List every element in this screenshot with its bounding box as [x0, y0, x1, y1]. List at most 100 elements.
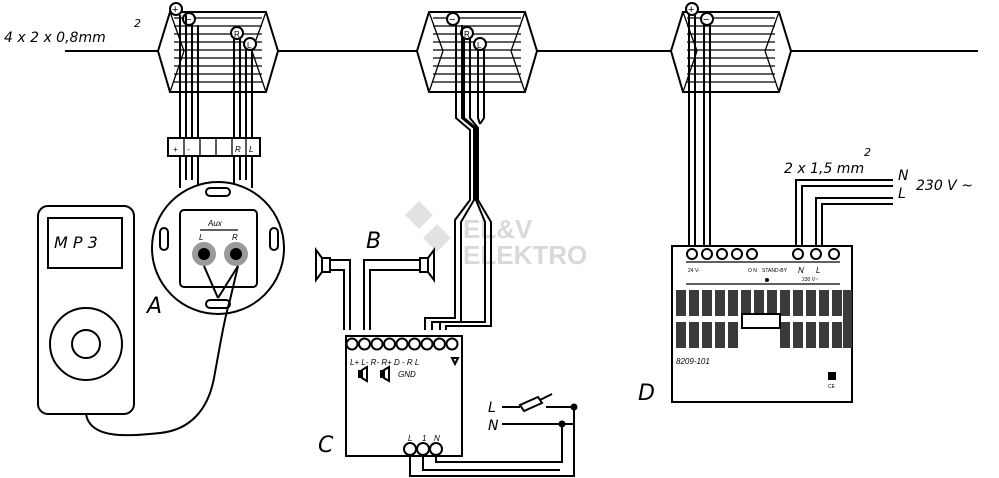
bus-terminal-r-1-sym: R	[234, 30, 240, 39]
junction-1-shell	[156, 11, 280, 93]
watermark-line2: ELEKTRO	[463, 240, 587, 270]
aux-label: Aux	[207, 219, 223, 228]
socket-a-letter: A	[145, 294, 162, 319]
bus-cable-exponent: 2	[134, 17, 141, 30]
power-unit-voltage-small: 230 V~	[802, 277, 818, 283]
amp-terminal-1	[416, 442, 430, 456]
audio-cable	[85, 265, 239, 437]
bus-terminal-minus-2	[446, 12, 460, 26]
audio-cable-split	[203, 265, 239, 299]
power-unit-on-label: O N	[748, 268, 757, 274]
power-unit-module-block	[832, 322, 842, 348]
amp-top-terminal	[370, 337, 384, 351]
mp3-screen-text: M P 3	[54, 233, 98, 252]
bus-terminals: + − R L − R L + −	[169, 2, 714, 51]
power-unit-module-block	[676, 322, 686, 348]
power-unit-led	[765, 278, 769, 282]
power-unit-module-block	[754, 290, 764, 316]
watermark-line1: EL&V	[463, 214, 533, 244]
mains-n-label: N	[898, 168, 909, 184]
power-unit-module-block	[793, 290, 803, 316]
strip-label-r: R	[235, 145, 241, 154]
power-unit-module-block	[767, 290, 777, 316]
power-unit-module-block	[819, 290, 829, 316]
power-unit-module-block	[780, 322, 790, 348]
power-unit-ce: CE	[828, 384, 836, 390]
bus-terminal-r-1	[230, 26, 244, 40]
switch-wiring: L N	[409, 393, 578, 477]
bus-terminal-plus-3-sym: +	[688, 4, 694, 16]
bus-terminal-r-2-sym: R	[464, 30, 470, 39]
bus-terminal-minus-2-sym: −	[449, 14, 455, 26]
junction-3-edge	[764, 11, 780, 52]
amp-top-terminal-labels: L+ L- R- R+ D - R L	[350, 358, 419, 367]
power-unit-module-block	[715, 290, 725, 316]
power-unit-terminal	[686, 248, 698, 260]
power-unit-module-block	[741, 290, 751, 316]
amp-top-terminals	[345, 337, 459, 351]
amp-top-terminal	[345, 337, 359, 351]
amp-top-terminal	[395, 337, 409, 351]
power-unit-standby-label: STAND-BY	[762, 268, 788, 274]
amp-top-terminal	[383, 337, 396, 351]
power-unit-module-block	[689, 322, 699, 348]
power-unit-module-block	[728, 290, 738, 316]
junction-2-edge	[510, 11, 526, 52]
mains-cable-label: 2 x 1,5 mm	[784, 161, 864, 177]
power-unit-din-clips	[676, 290, 852, 348]
power-unit-terminal	[810, 248, 822, 260]
power-unit-terminal	[701, 248, 713, 260]
power-unit-module-block	[702, 322, 712, 348]
amplifier-c-letter: C	[318, 433, 334, 458]
bus-terminal-plus-1	[169, 2, 183, 16]
power-unit-module-block	[715, 322, 725, 348]
mains-cable-exponent: 2	[864, 146, 871, 159]
junction-1-edge	[169, 50, 185, 93]
power-unit-terminal	[716, 248, 728, 260]
amp-bottom-l: L	[408, 434, 412, 443]
power-unit-terminal	[828, 248, 840, 260]
power-unit-module-block	[819, 322, 829, 348]
junction-2-edge	[510, 50, 526, 93]
bus-terminal-plus-1-sym: +	[172, 4, 178, 16]
jack-right-label: R	[232, 233, 238, 242]
amp-terminal-l	[403, 442, 417, 456]
strip-label-l: L	[249, 145, 253, 154]
wires-to-power-unit	[688, 15, 711, 248]
power-unit-module-block	[793, 322, 803, 348]
speaker-left	[315, 247, 351, 330]
mp3-center-button[interactable]	[71, 329, 101, 359]
speakers-b-letter: B	[366, 229, 381, 254]
amplifier-body	[345, 335, 463, 457]
strip-label-plus: +	[173, 145, 178, 154]
power-unit-terminal	[746, 248, 758, 260]
fuse-symbol	[518, 395, 544, 413]
junction-box-3	[669, 11, 793, 93]
power-unit-out-label: 24 V-	[688, 268, 700, 274]
junction-2-edge	[428, 50, 444, 93]
power-unit-module-block	[689, 290, 699, 316]
mains-l-label: L	[898, 186, 906, 202]
junction-box-1	[156, 11, 280, 93]
amp-bottom-1: 1	[422, 434, 426, 443]
power-unit-module-block	[780, 290, 790, 316]
power-unit-module-block	[806, 290, 816, 316]
mp3-player: M P 3	[37, 205, 135, 415]
power-unit-module-block	[676, 290, 686, 316]
power-unit-n-label: N	[798, 266, 804, 275]
mains-voltage-label: 230 V ~	[916, 178, 973, 194]
power-unit-center-window	[741, 313, 781, 329]
power-unit-module-block	[702, 290, 712, 316]
mains-cable: 2 x 1,5 mm 2 N L 230 V ~	[784, 146, 973, 248]
switch-n-label: N	[488, 418, 499, 434]
terminal-strip-a: + - R L	[167, 137, 261, 157]
jack-left-label: L	[199, 233, 203, 242]
switch-l-label: L	[488, 400, 496, 416]
bus-terminal-minus-1-sym: −	[185, 14, 191, 26]
power-unit-l-label: L	[816, 266, 820, 275]
bus-terminal-l-2	[473, 37, 487, 51]
power-unit-d-letter: D	[638, 381, 655, 406]
amp-top-terminal	[358, 337, 371, 351]
power-unit-top-terminals	[686, 248, 840, 260]
junction-1-edge	[251, 50, 267, 93]
